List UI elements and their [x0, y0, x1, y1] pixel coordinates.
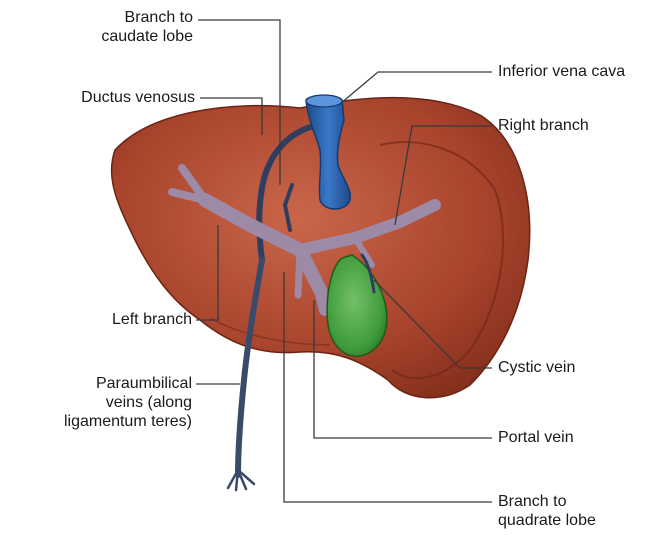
- label-left-branch: Left branch: [40, 310, 192, 329]
- paraumbilical-vein-tips: [228, 470, 254, 490]
- label-branch-caudate: Branch to caudate lobe: [50, 8, 193, 46]
- label-branch-quadrate: Branch to quadrate lobe: [498, 492, 658, 530]
- label-cystic-vein: Cystic vein: [498, 358, 658, 377]
- label-paraumbilical-veins: Paraumbilical veins (along ligamentum te…: [10, 374, 192, 431]
- label-inferior-vena-cava: Inferior vena cava: [498, 62, 668, 81]
- label-right-branch: Right branch: [498, 116, 658, 135]
- label-portal-vein: Portal vein: [498, 428, 658, 447]
- label-ductus-venosus: Ductus venosus: [20, 88, 195, 107]
